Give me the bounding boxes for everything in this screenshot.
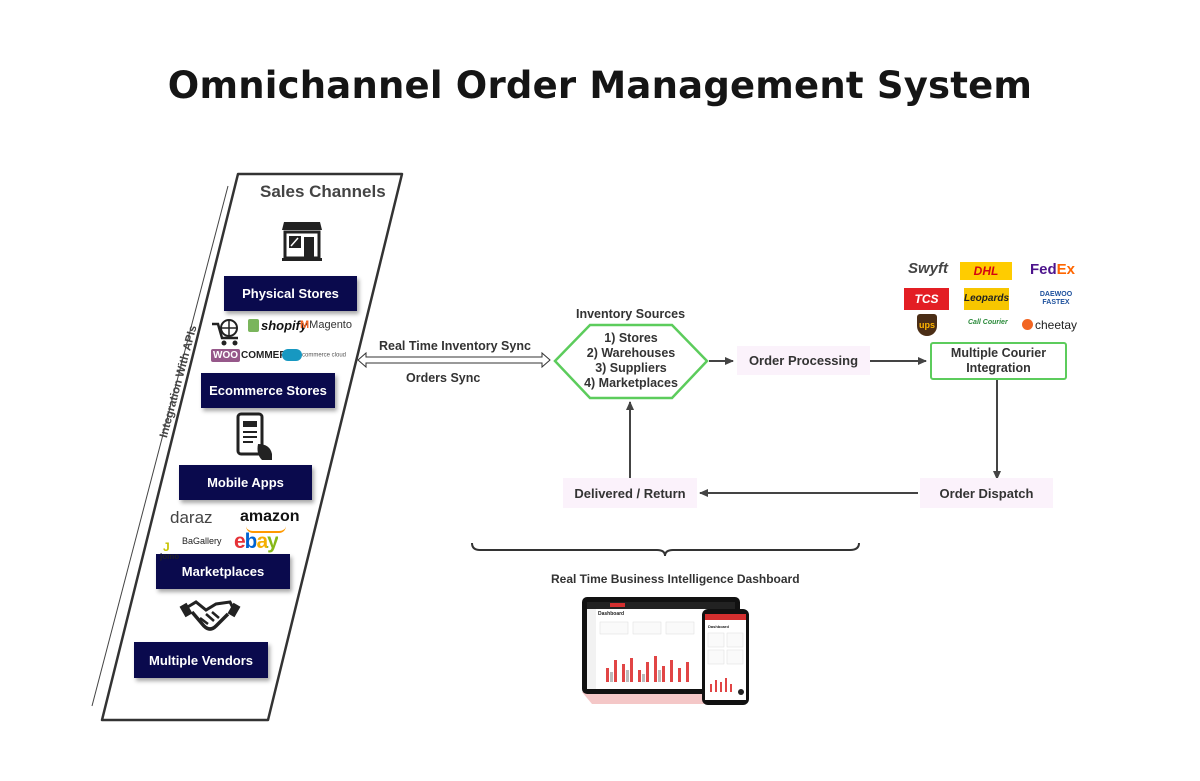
amazon-smile-icon <box>246 526 286 533</box>
leopards-logo: Leopards <box>964 288 1009 310</box>
daewoo-fastex-logo: DAEWOO FASTEX <box>1039 291 1073 306</box>
ups-logo: ups <box>917 314 937 336</box>
delivered-return-box: Delivered / Return <box>563 478 697 508</box>
daraz-logo: daraz <box>170 508 213 527</box>
mobile-hand-icon <box>236 412 272 460</box>
cart-globe-icon <box>212 319 238 346</box>
call-courier-logo: Call Courier <box>968 319 1008 326</box>
bagallery-logo: BaGallery <box>182 536 222 546</box>
laptop-dashboard-title: Dashboard <box>598 611 625 617</box>
ebay-logo: ebay <box>234 530 279 553</box>
inventory-hexagon <box>553 323 709 400</box>
amazon-logo: amazon <box>240 508 300 525</box>
channel-marketplaces: Marketplaces <box>156 554 290 589</box>
inventory-source-item: 1) Stores <box>604 331 658 345</box>
handshake-icon <box>179 600 241 631</box>
sync-arrow <box>357 351 551 369</box>
dhl-logo: DHL <box>960 262 1012 280</box>
dashboard-label: Real Time Business Intelligence Dashboar… <box>551 572 800 586</box>
cheetay-logo: cheetay <box>1022 319 1077 331</box>
magento-logo: MMagento <box>300 319 352 331</box>
order-dispatch-box: Order Dispatch <box>920 478 1053 508</box>
dashboard-devices <box>582 597 749 705</box>
orders-sync-label: Orders Sync <box>406 371 481 385</box>
channel-mobile-apps: Mobile Apps <box>179 465 312 500</box>
store-icon <box>282 222 322 261</box>
dashboard-brace <box>471 542 860 557</box>
integration-divider-line <box>91 185 229 707</box>
inventory-sources-list: 1) Stores 2) Warehouses 3) Suppliers 4) … <box>562 331 700 391</box>
tcs-logo: TCS <box>904 288 949 310</box>
inventory-source-item: 4) Marketplaces <box>584 376 678 390</box>
inventory-sync-label: Real Time Inventory Sync <box>379 339 531 353</box>
commerce-cloud-logo: commerce cloud <box>282 349 346 361</box>
sales-channels-title: Sales Channels <box>260 182 386 201</box>
channel-physical-stores: Physical Stores <box>224 276 357 311</box>
order-processing-box: Order Processing <box>737 346 870 375</box>
inventory-source-item: 2) Warehouses <box>586 346 676 360</box>
courier-integration-box: Multiple Courier Integration <box>930 342 1067 380</box>
laptop-base <box>582 692 740 704</box>
inventory-sources-title: Inventory Sources <box>576 307 686 321</box>
channel-multiple-vendors: Multiple Vendors <box>134 642 268 678</box>
fedex-logo: FedEx <box>1030 261 1076 278</box>
shopify-logo: shopify <box>248 319 307 332</box>
phone-dashboard-title: Dashboard <box>708 624 729 629</box>
laptop-chart-bars <box>606 656 689 682</box>
channel-ecommerce-stores: Ecommerce Stores <box>201 373 335 408</box>
swyft-logo: Swyft <box>908 260 949 277</box>
page-title: Omnichannel Order Management System <box>167 64 1033 107</box>
inventory-source-item: 3) Suppliers <box>595 361 667 375</box>
